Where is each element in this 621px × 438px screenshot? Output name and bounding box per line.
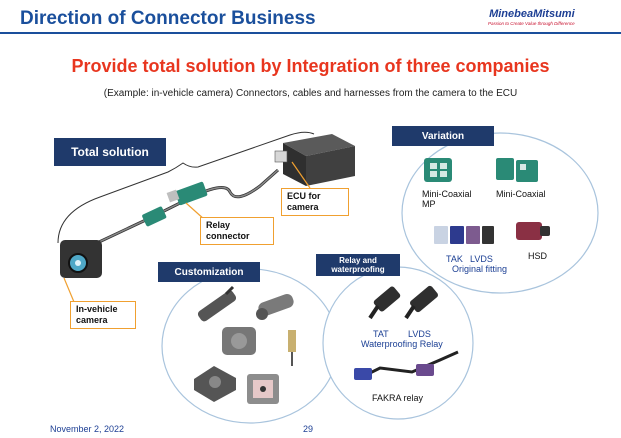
tak-lvds-connectors-icon (434, 226, 494, 244)
in-vehicle-camera-icon (60, 240, 102, 278)
total-solution-bracket (57, 131, 315, 244)
lvds-relay-connector-icon (404, 285, 438, 320)
logo-name: MinebeaMitsumi (489, 8, 575, 20)
customization-part-icons (194, 285, 296, 404)
inline-connector-icon (142, 206, 167, 227)
relay-connector-icon (166, 181, 208, 206)
header-divider (0, 32, 621, 34)
variation-badge: Variation (392, 126, 494, 146)
in-vehicle-camera-callout: In-vehicle camera (70, 301, 136, 329)
total-solution-badge: Total solution (54, 138, 166, 166)
ecu-box-icon (274, 134, 355, 186)
mini-coaxial-mp-label: Mini-Coaxial MP (422, 189, 472, 209)
camera-leader-line (63, 277, 75, 303)
page-number: 29 (303, 424, 314, 434)
custom-metal-connector-icon (256, 293, 294, 320)
custom-connector-wire-icon (197, 285, 237, 322)
custom-camera-housing-icon (222, 327, 256, 355)
mini-coaxial-icon (496, 158, 538, 182)
hsd-connector-icon (516, 222, 550, 240)
custom-mounting-bracket-icon (194, 366, 236, 402)
variation-part-icons (424, 158, 550, 244)
headline: Provide total solution by Integration of… (71, 56, 550, 76)
hsd-label: HSD (528, 251, 548, 261)
ecu-leader-line (291, 161, 311, 189)
waterproofing-relay-label: Waterproofing Relay (361, 339, 443, 349)
custom-pin-terminal-icon (288, 330, 296, 366)
page-title: Direction of Connector Business (20, 8, 316, 29)
footer-date: November 2, 2022 (50, 424, 125, 434)
custom-sensor-module-icon (247, 374, 279, 404)
tat-relay-connector-icon (368, 286, 401, 320)
logo-tagline: Passion to Create Value through Differen… (488, 21, 575, 26)
customization-badge: Customization (158, 262, 260, 282)
variation-lvds-label: LVDS (470, 254, 493, 264)
relay-waterproofing-badge: Relay and waterproofing (316, 254, 400, 276)
ecu-callout: ECU for camera (281, 188, 349, 216)
original-fitting-label: Original fitting (452, 264, 508, 274)
relay-part-icons (354, 285, 459, 380)
subline: (Example: in-vehicle camera) Connectors,… (103, 88, 518, 99)
relay-connector-callout: Relay connector (200, 217, 274, 245)
tak-label: TAK (446, 254, 463, 264)
mini-coaxial-label: Mini-Coaxial (496, 189, 546, 199)
mini-coaxial-mp-icon (424, 158, 452, 182)
fakra-relay-label: FAKRA relay (372, 393, 424, 403)
fakra-relay-connector-icon (354, 350, 459, 380)
company-logo: MinebeaMitsumi Passion to Create Value t… (488, 8, 575, 26)
relay-lvds-label: LVDS (408, 329, 431, 339)
tat-label: TAT (373, 329, 389, 339)
